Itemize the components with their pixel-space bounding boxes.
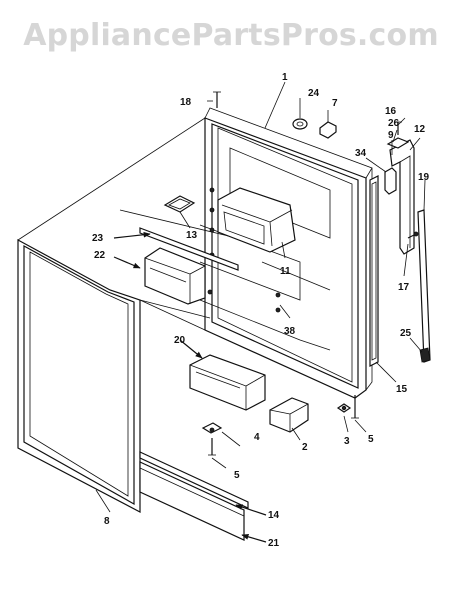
callout-23: 23 (92, 233, 104, 244)
callout-2: 2 (302, 442, 308, 453)
door-bin-20 (189, 354, 266, 411)
screw-5 (351, 395, 359, 419)
dairy-compartment (217, 187, 296, 253)
callout-9: 9 (388, 130, 394, 141)
trim-14 (139, 451, 249, 509)
door-gasket (17, 238, 141, 513)
hinge-34 (384, 167, 397, 195)
callout-13: 13 (186, 230, 198, 241)
callout-19: 19 (418, 172, 430, 183)
callout-7: 7 (332, 98, 338, 109)
callout-22: 22 (94, 250, 106, 261)
plug-24 (292, 118, 308, 130)
callout-20: 20 (174, 335, 186, 346)
screw-17 (407, 231, 419, 239)
callout-5a: 5 (234, 470, 240, 481)
strip-15 (369, 175, 379, 367)
callout-26: 26 (388, 118, 400, 129)
watermark: AppliancePartsPros.com (23, 18, 439, 53)
bracket-2 (269, 397, 309, 433)
callout-34: 34 (355, 148, 367, 159)
hinge-3 (336, 403, 352, 413)
callout-11: 11 (280, 266, 291, 277)
callout-24: 24 (308, 88, 320, 99)
callout-14: 14 (268, 510, 280, 521)
hinge-block-4 (201, 422, 223, 456)
trim-bar-19 (417, 209, 431, 363)
door-liner (17, 107, 373, 399)
callout-1: 1 (282, 72, 288, 83)
clip-25 (419, 347, 431, 363)
callout-38: 38 (284, 326, 296, 337)
callout-17: 17 (398, 282, 410, 293)
rail-23 (139, 227, 239, 271)
plug-7 (319, 121, 337, 139)
screw-18 (213, 91, 221, 108)
trim-21 (139, 461, 245, 541)
hinge-cover-26 (386, 137, 410, 149)
callout-16: 16 (385, 106, 397, 117)
callout-8: 8 (104, 516, 110, 527)
door-bin-22 (144, 247, 206, 305)
callout-21: 21 (268, 538, 280, 549)
callout-5b: 5 (368, 434, 374, 445)
leader-lines (95, 81, 426, 543)
callout-3: 3 (344, 436, 350, 447)
pad-13 (163, 195, 196, 213)
callout-15: 15 (396, 384, 408, 395)
callout-25: 25 (400, 328, 412, 339)
hinge-bracket-12 (389, 139, 415, 255)
callout-12: 12 (414, 124, 426, 135)
callout-18: 18 (180, 97, 192, 108)
callout-4: 4 (254, 432, 260, 443)
